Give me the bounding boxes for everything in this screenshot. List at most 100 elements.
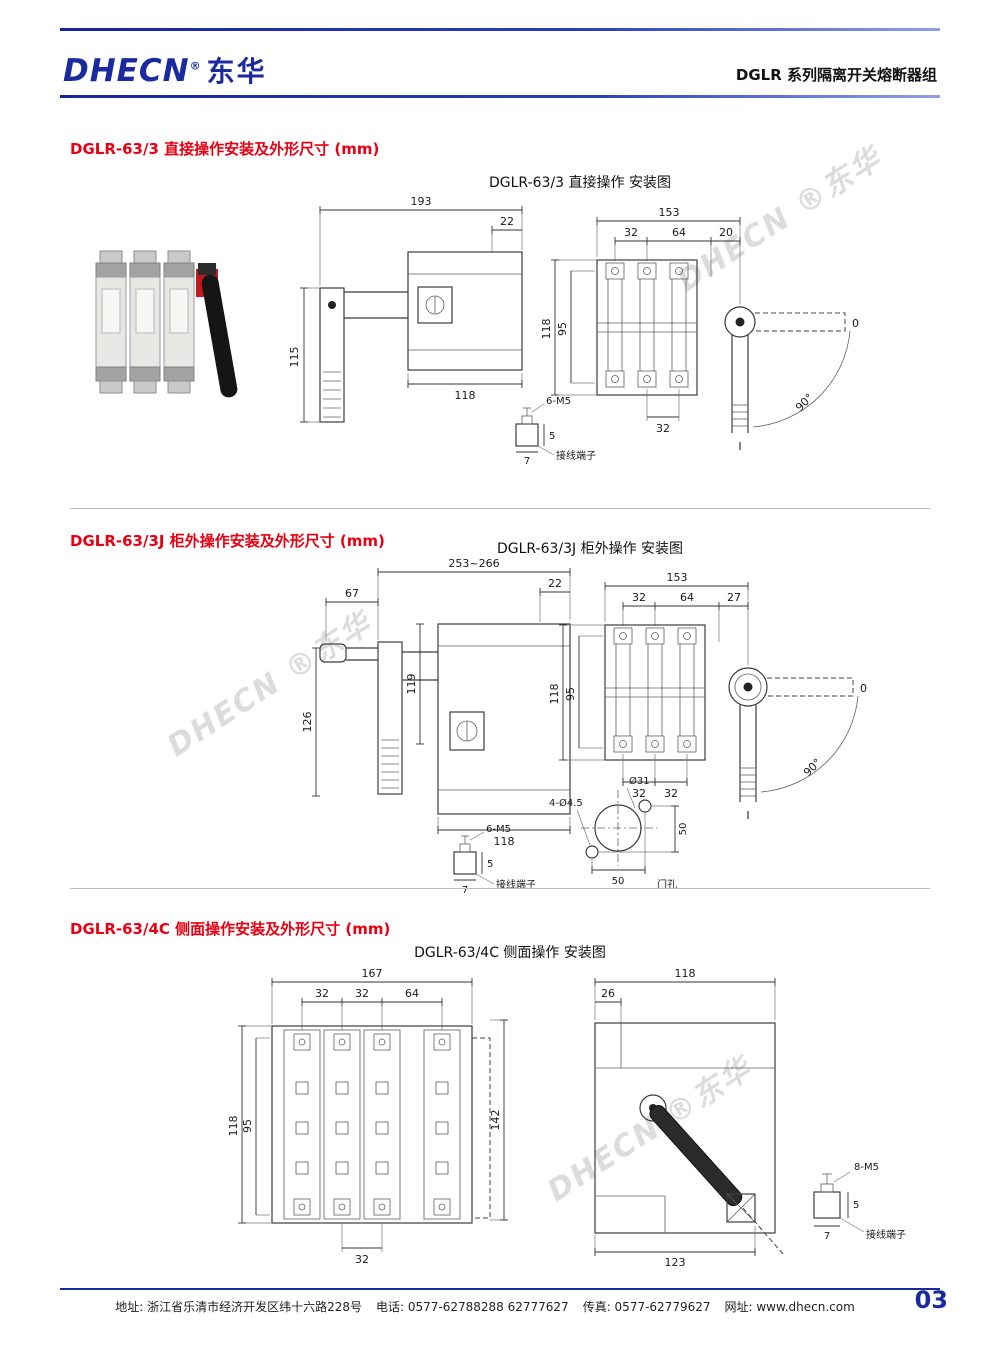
diagram-title-1: DGLR-63/3 直接操作 安装图 (489, 175, 671, 191)
dim-label: 153 (659, 206, 680, 219)
top-rule (60, 28, 940, 31)
dim-total-width: 153 (604, 571, 749, 665)
door-hole-labels: Ø31 4-Ø4.5 50 50 门孔 (549, 775, 689, 891)
dim-mid-height: 119 (405, 623, 424, 745)
section-title-2: DGLR-63/3J 柜外操作安装及外形尺寸 (mm) (70, 532, 385, 550)
dim-label: 7 (524, 456, 530, 467)
dim-height-outer: 118 (540, 259, 597, 396)
footer-phone: 电话: 0577-62788288 62777627 (375, 1300, 569, 1314)
dim-height-inner: 95 (564, 635, 603, 749)
diagram-title-3: DGLR-63/4C 侧面操作 安装图 (414, 945, 606, 961)
dim-top-right: 22 (539, 577, 570, 622)
switch-front-body (271, 1025, 491, 1224)
switch-front-body (604, 624, 706, 761)
dim-handle-length: 67 (325, 587, 379, 642)
screw-spec-label: 8-M5 (854, 1162, 879, 1173)
dim-label: 50 (612, 876, 625, 887)
dim-label: 22 (548, 577, 562, 590)
dim-label: 32 (656, 422, 670, 435)
dim-label: 5 (487, 859, 493, 870)
dim-segments: 32 64 27 (622, 591, 749, 642)
dim-label: 64 (672, 226, 686, 239)
switch-side-body (319, 251, 523, 423)
door-hole-label: 门孔 (657, 878, 677, 891)
handle-pivot: I (724, 306, 756, 453)
drawing-s3-side-view: 118 26 123 (594, 967, 784, 1269)
switch-side-body (594, 1022, 784, 1255)
screw-spec-label: 6-M5 (486, 824, 511, 835)
switch-side-body (319, 623, 571, 815)
dim-label: 193 (411, 195, 432, 208)
page-number: 03 (914, 1286, 948, 1314)
dim-total-width: 193 (319, 195, 523, 286)
dim-label: 5 (549, 431, 555, 442)
section-divider (70, 888, 930, 889)
footer-fax: 传真: 0577-62779627 (582, 1300, 711, 1314)
dim-label: 115 (288, 347, 301, 368)
logo-chinese: 东华 (206, 55, 267, 88)
header-rule (60, 95, 940, 98)
terminal-label: 接线端子 (556, 449, 596, 462)
drawing-s3-front-view: 167 32 32 64 (227, 967, 508, 1266)
dim-label: 95 (241, 1119, 254, 1133)
dim-label: 118 (455, 389, 476, 402)
dim-total-width: 167 (271, 967, 473, 1024)
drawing-s3-terminal-detail: 8-M5 5 7 接线端子 (813, 1162, 906, 1242)
dim-height-inner: 95 (241, 1037, 270, 1216)
dim-label: 119 (405, 674, 418, 695)
brand-logo: DHECN®东华 (63, 50, 267, 90)
handle-open-position: 0 90° (760, 677, 867, 793)
dim-segments: 32 64 20 (614, 226, 741, 277)
footer-contact: 地址: 浙江省乐清市经济开发区纬十六路228号电话: 0577-62788288… (90, 1298, 880, 1315)
terminal-label: 接线端子 (496, 878, 536, 891)
handle-open-position: 0 90° (752, 312, 859, 428)
dim-total-width: 153 (596, 206, 741, 304)
drawing-s1-front-view: 153 32 64 20 (540, 206, 859, 453)
dim-label: 7 (462, 885, 468, 896)
dim-label: 32 (632, 591, 646, 604)
dim-left-height: 115 (288, 287, 320, 423)
diagram-title-2: DGLR-63/3J 柜外操作 安装图 (496, 541, 684, 557)
terminal-detail: 6-M5 5 7 接线端子 (453, 824, 536, 896)
dim-label: 22 (500, 215, 514, 228)
dim-label: 32 (664, 787, 678, 800)
dim-left-offset: 26 (595, 987, 622, 1026)
dim-label: 118 (227, 1116, 240, 1137)
dim-label: 118 (548, 684, 561, 705)
dim-body-width: 118 (437, 817, 571, 848)
dim-label: 32 (355, 987, 369, 1000)
drawing-s1-side-view: 193 22 115 (288, 195, 596, 467)
terminal-detail: 8-M5 5 7 接线端子 (813, 1162, 906, 1242)
dim-label: 64 (405, 987, 419, 1000)
dim-bottom-pitch: 32 (341, 1223, 383, 1266)
dim-body-width: 123 (594, 1226, 756, 1269)
drawing-s2-door-hole: Ø31 4-Ø4.5 50 50 门孔 (549, 775, 689, 891)
dim-label: 7 (824, 1231, 830, 1242)
section-divider (70, 508, 930, 509)
section-title-3: DGLR-63/4C 侧面操作安装及外形尺寸 (mm) (70, 920, 391, 938)
handle-pivot: I (728, 667, 768, 822)
dim-label: 32 (315, 987, 329, 1000)
dim-label: 26 (601, 987, 615, 1000)
footer-rule (60, 1288, 940, 1290)
operating-handle (196, 263, 238, 398)
dim-right-height: 142 (489, 1019, 508, 1221)
dim-label: 5 (853, 1200, 859, 1211)
dim-label: 67 (345, 587, 359, 600)
footer-web: 网址: www.dhecn.com (724, 1300, 855, 1314)
dim-left-height: 126 (301, 647, 320, 797)
dim-label: 95 (556, 322, 569, 336)
dim-bottom-pitches: 32 32 (622, 754, 688, 800)
terminal-detail: 6-M5 5 7 接线端子 (515, 396, 596, 467)
sweep-angle-label: 90° (793, 391, 816, 414)
switch-front-body (596, 259, 698, 396)
drawing-s2-front-view: 153 32 64 27 (548, 571, 867, 822)
sweep-angle-label: 90° (801, 756, 824, 779)
dim-label: 32 (624, 226, 638, 239)
dim-label: 153 (667, 571, 688, 584)
dim-label: 126 (301, 712, 314, 733)
product-photo (95, 250, 238, 398)
dim-label: 27 (727, 591, 741, 604)
door-hole-shape (581, 790, 657, 866)
dim-label: 32 (632, 787, 646, 800)
